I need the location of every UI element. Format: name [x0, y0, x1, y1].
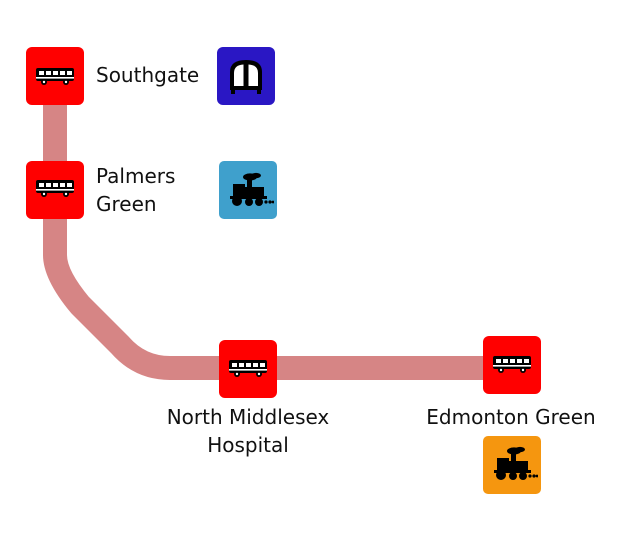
stop-label-palmers-green: Palmers Green [96, 164, 176, 216]
stop-marker-southgate[interactable] [26, 47, 84, 105]
underground-train-icon [230, 60, 262, 94]
stop-marker-edmonton-green[interactable] [483, 336, 541, 394]
stop-marker-palmers-green[interactable] [26, 161, 84, 219]
stop-label-north-middlesex-hospital: North Middlesex Hospital [166, 405, 330, 457]
interchange-southgate-underground[interactable] [217, 47, 275, 105]
stop-label-southgate: Southgate [96, 63, 200, 87]
interchange-palmers-green-rail[interactable] [219, 161, 277, 219]
stop-label-edmonton-green: Edmonton Green [426, 405, 596, 429]
stop-marker-north-middlesex-hospital[interactable] [219, 340, 277, 398]
interchange-edmonton-green-overground[interactable] [483, 436, 541, 494]
route-line [43, 75, 512, 380]
